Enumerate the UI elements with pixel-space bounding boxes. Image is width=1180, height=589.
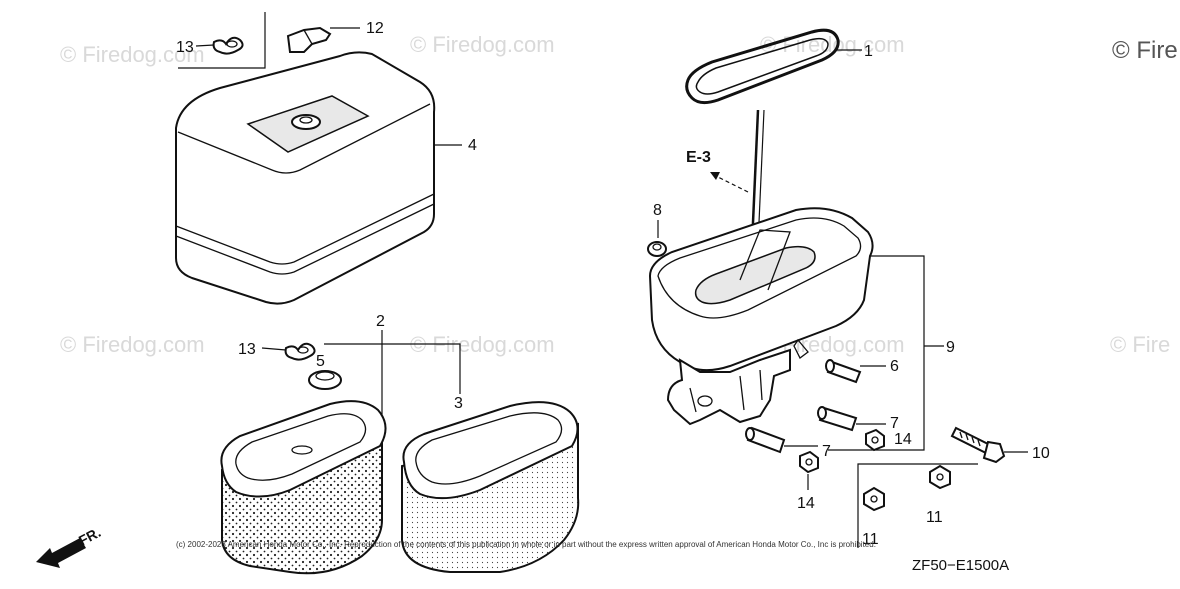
wing-nut-middle: [284, 342, 316, 361]
nut-part-14-bottom: [799, 450, 819, 474]
collar-part-8: [647, 241, 667, 257]
wing-nut-top: [212, 36, 244, 55]
part-label-9: 9: [946, 339, 955, 356]
part-label-5: 5: [316, 353, 325, 370]
nut-part-11-left: [863, 486, 885, 512]
part-label-14: 14: [797, 495, 815, 512]
clip-part-12: [286, 26, 332, 53]
part-label-13: 13: [176, 39, 194, 56]
part-label-10: 10: [1032, 445, 1050, 462]
part-label-1: 1: [864, 43, 873, 60]
bracket-line: [857, 463, 978, 548]
part-label-4: 4: [468, 137, 477, 154]
nut-part-14-right: [865, 428, 885, 452]
front-direction-arrow: FR.: [36, 524, 103, 568]
arrow-head-icon: [710, 172, 720, 180]
pipe-part-6: [825, 359, 862, 384]
watermark-text: © Fire: [1110, 332, 1170, 357]
pipe-part-7-lower: [745, 426, 786, 454]
watermark-text: © Firedog.com: [60, 42, 205, 67]
part-label-11: 11: [926, 509, 943, 526]
grommet-part-5: [308, 370, 342, 390]
watermark-text: © Firedog.com: [410, 32, 555, 57]
watermark-text: © Firedog.com: [60, 332, 205, 357]
part-label-14: 14: [894, 431, 912, 448]
part-label-7: 7: [822, 443, 831, 460]
part-label-3: 3: [454, 395, 463, 412]
leader-line: [195, 44, 215, 47]
gasket-part-1: [685, 28, 840, 105]
bolt-part-10: [950, 426, 1006, 464]
outer-foam-element: [401, 401, 580, 573]
filter-element: [220, 400, 387, 575]
pipe-part-7-upper: [817, 406, 858, 432]
leader-line: [261, 347, 287, 351]
air-cleaner-cover: [175, 51, 436, 305]
part-label-11: 11: [862, 531, 879, 548]
part-label-7: 7: [890, 415, 899, 432]
part-label-13: 13: [238, 341, 256, 358]
bracket-line: [324, 343, 461, 394]
part-label-12: 12: [366, 20, 384, 37]
part-label-2: 2: [376, 313, 385, 330]
copyright-notice: (c) 2002-2023 American Honda Motor Co., …: [176, 540, 876, 549]
part-label-6: 6: [890, 358, 899, 375]
bracket-line: [178, 12, 266, 69]
watermark-corner-text: © Fire: [1112, 37, 1178, 64]
part-label-8: 8: [653, 202, 662, 219]
reference-label: E-3: [686, 149, 711, 166]
diagram-code: ZF50−E1500A: [912, 557, 1009, 574]
air-cleaner-case: [648, 207, 874, 426]
nut-part-11-right: [929, 464, 951, 490]
